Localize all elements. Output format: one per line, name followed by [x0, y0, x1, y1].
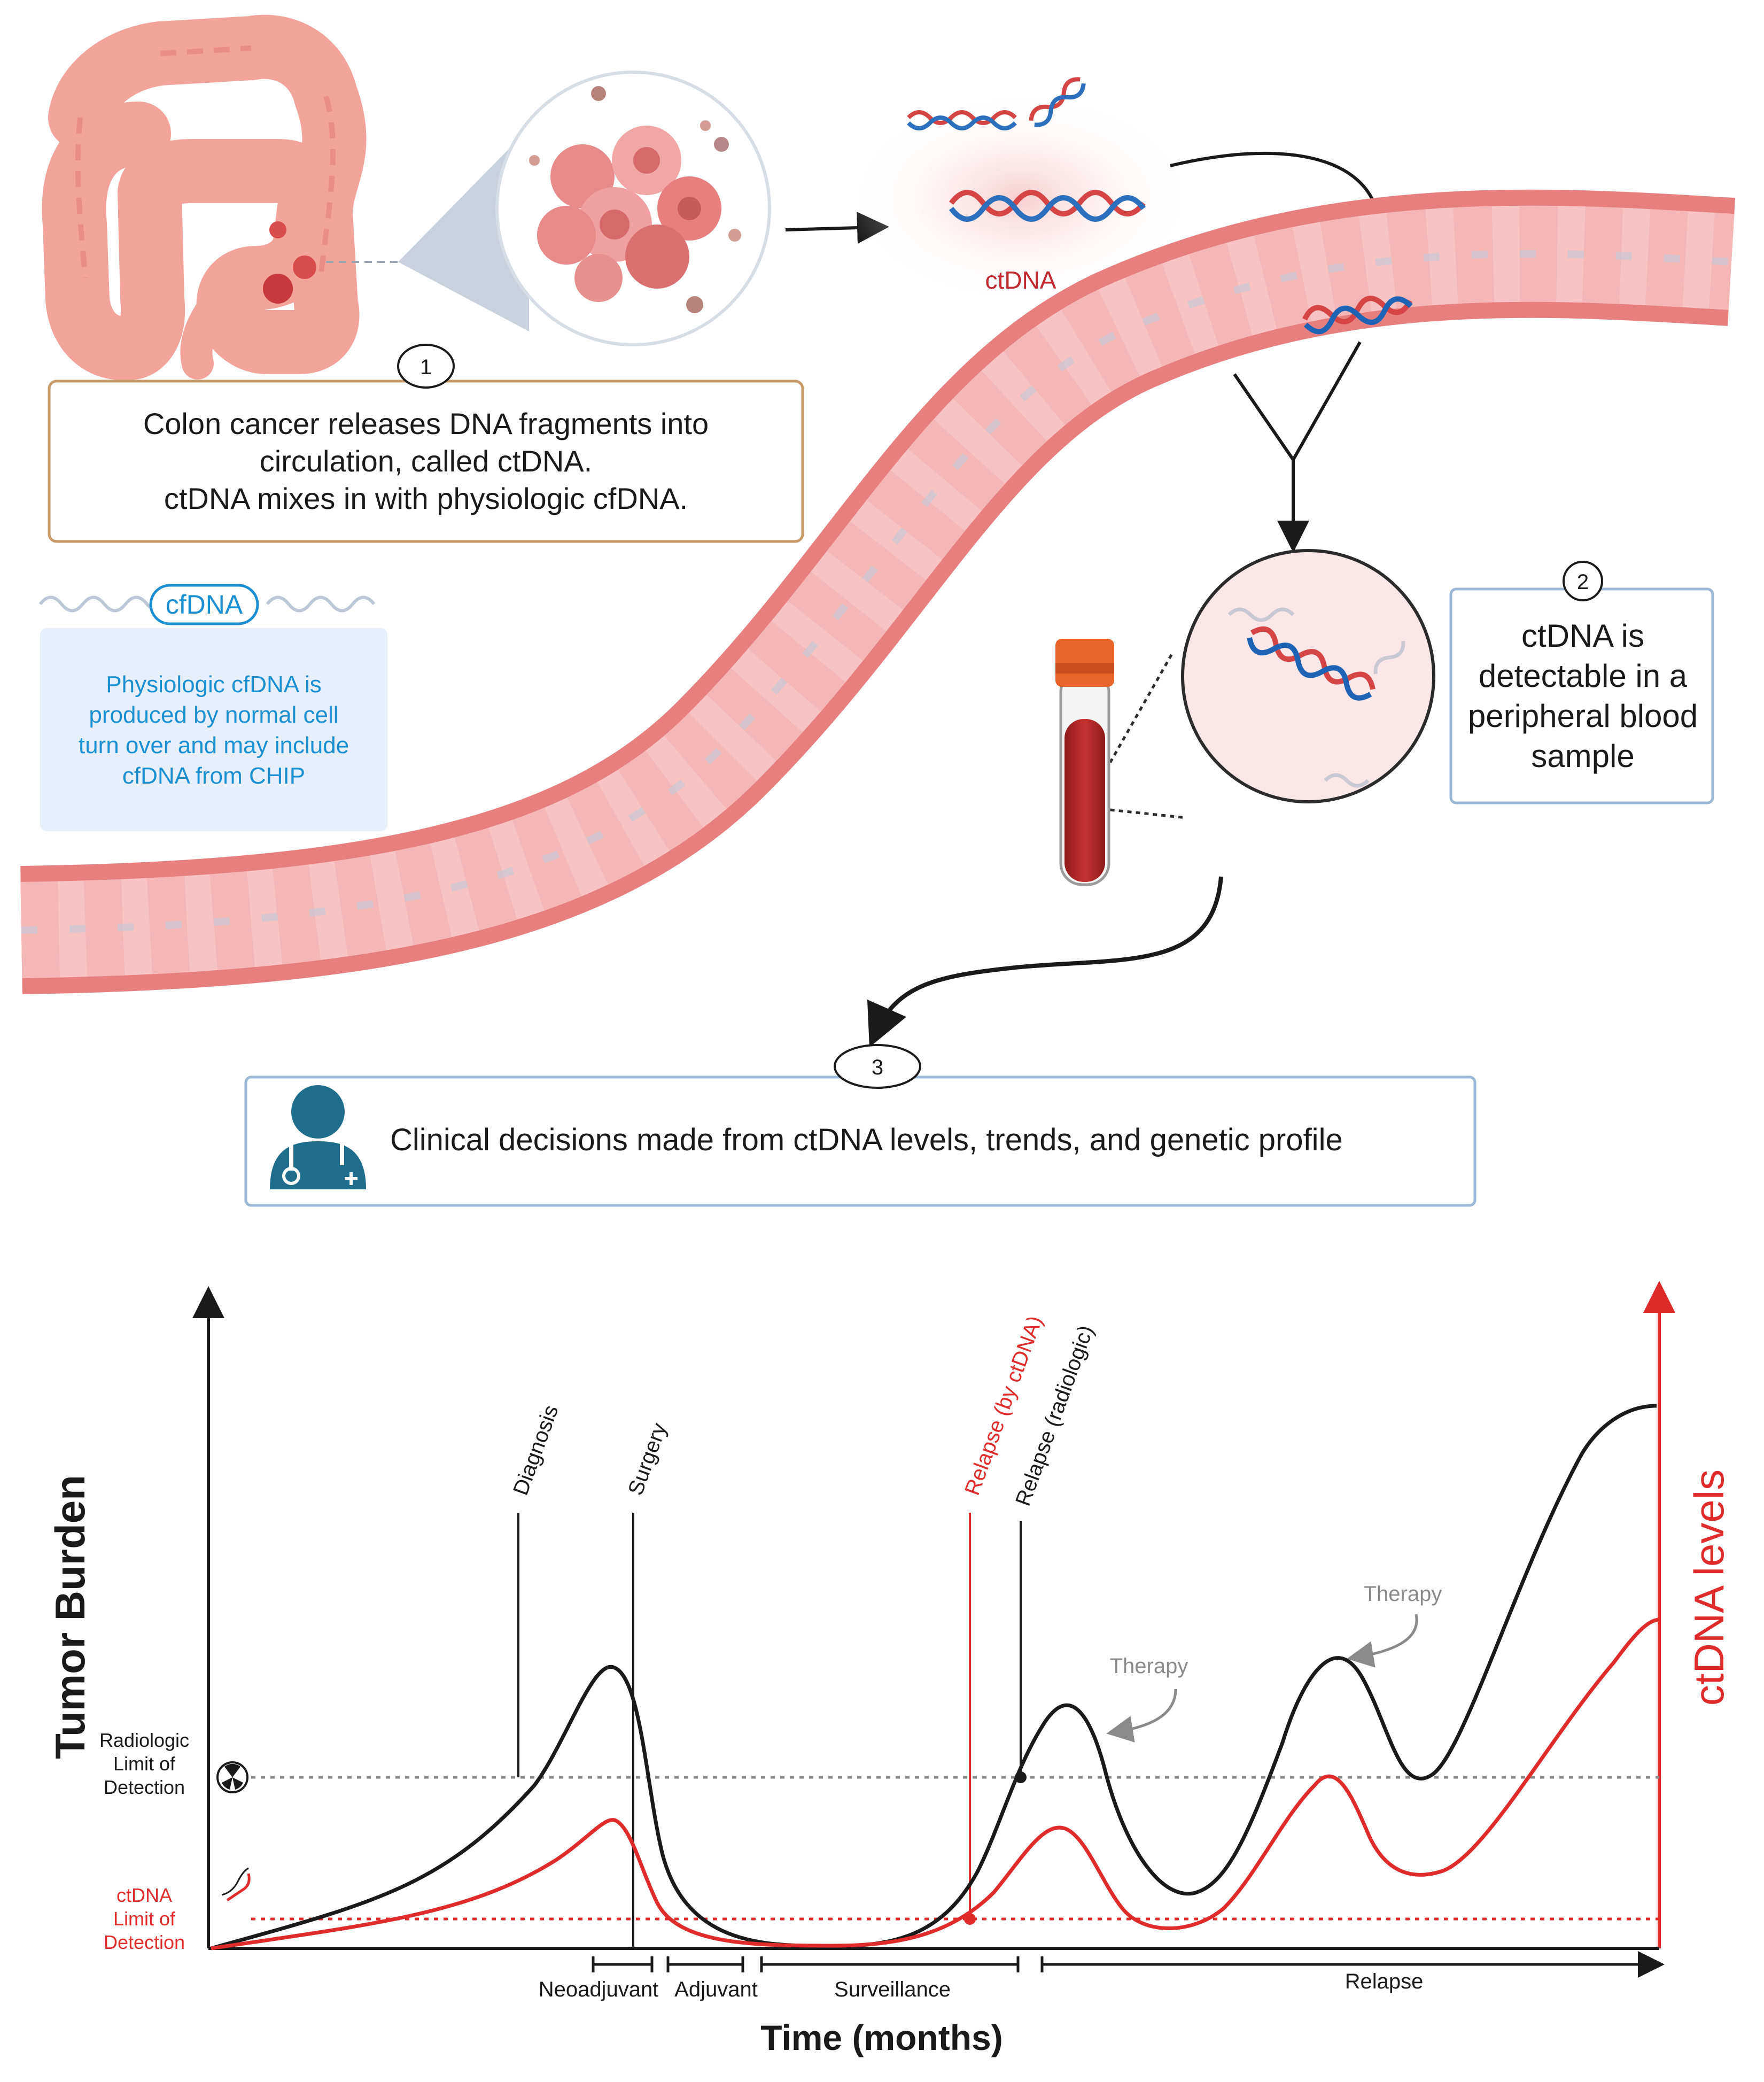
blood-vessel	[20, 189, 1736, 994]
cfdna-line-1: Physiologic cfDNA is	[106, 671, 321, 698]
therapy-arrow-1	[1106, 1689, 1177, 1743]
event-surgery: Surgery	[624, 1420, 671, 1498]
zoom-cone	[398, 128, 529, 331]
step2-line-4: sample	[1531, 738, 1634, 774]
radiologic-lod-label-2: Limit of	[113, 1753, 176, 1775]
event-diagnosis: Diagnosis	[509, 1402, 563, 1498]
step1-callout: 1 Colon cancer releases DNA fragments in…	[48, 344, 804, 543]
y-left-title: Tumor Burden	[46, 1475, 94, 1759]
phase-adjuvant: Adjuvant	[674, 1978, 758, 2001]
phase-relapse: Relapse	[1345, 1970, 1424, 1993]
blood-tube	[1055, 639, 1187, 886]
step3-text: Clinical decisions made from ctDNA level…	[390, 1123, 1343, 1157]
step1-line-3: ctDNA mixes in with physiologic cfDNA.	[164, 482, 688, 515]
blood-sample-magnified	[1181, 549, 1435, 803]
arrow-to-vessel	[1170, 151, 1392, 232]
colon-illustration	[42, 14, 367, 381]
ctdna-chart: Tumor Burden ctDNA levels Time (months) …	[46, 1281, 1732, 2057]
tumor-magnified-circle	[495, 71, 771, 346]
therapy-label-2: Therapy	[1364, 1582, 1442, 1606]
step1-line-1: Colon cancer releases DNA fragments into	[143, 407, 709, 440]
therapy-arrow-2	[1347, 1614, 1418, 1668]
y-right-title: ctDNA levels	[1685, 1469, 1732, 1706]
step3-callout: 3 Clinical decisions made from ctDNA lev…	[244, 1044, 1477, 1207]
phase-surveillance: Surveillance	[834, 1978, 951, 2001]
ctdna-fragments: ctDNA	[844, 77, 1197, 305]
tumor-burden-curve	[211, 1404, 1657, 1951]
cfdna-line-3: turn over and may include	[79, 732, 349, 759]
dna-lod-icon	[221, 1867, 251, 1902]
radiologic-lod-label-1: Radiologic	[99, 1729, 189, 1751]
step2-number: 2	[1577, 570, 1589, 594]
x-title: Time (months)	[760, 2018, 1003, 2057]
step1-number: 1	[420, 355, 432, 379]
sampling-arrow	[1233, 341, 1362, 553]
therapy-label-1: Therapy	[1110, 1654, 1188, 1678]
ctdna-curve	[211, 1617, 1660, 1951]
arrow-to-clinical	[867, 876, 1223, 1048]
step2-line-2: detectable in a	[1479, 658, 1688, 694]
step2-line-1: ctDNA is	[1521, 618, 1644, 654]
step2-line-3: peripheral blood	[1468, 698, 1698, 734]
phase-brackets	[592, 1951, 1665, 1978]
cfdna-pill: cfDNA	[166, 590, 243, 620]
ctdna-lod-label-1: ctDNA	[116, 1884, 172, 1906]
ctdna-relapse-point	[964, 1913, 976, 1925]
cfdna-line-4: cfDNA from CHIP	[122, 763, 305, 789]
doctor-icon	[270, 1085, 366, 1189]
ctdna-lod-label-2: Limit of	[113, 1908, 176, 1930]
step1-line-2: circulation, called ctDNA.	[260, 444, 592, 478]
phase-neoadjuvant: Neoadjuvant	[539, 1978, 659, 2001]
radiologic-lod-label-3: Detection	[104, 1776, 185, 1798]
ctdna-lod-label-3: Detection	[104, 1931, 185, 1953]
step2-callout: 2 ctDNA is detectable in a peripheral bl…	[1449, 561, 1714, 804]
step3-number: 3	[872, 1056, 883, 1079]
radiologic-relapse-point	[1015, 1771, 1027, 1783]
cfdna-callout: cfDNA Physiologic cfDNA is produced by n…	[38, 584, 387, 831]
cfdna-line-2: produced by normal cell	[89, 702, 338, 728]
ctdna-label: ctDNA	[985, 266, 1056, 294]
